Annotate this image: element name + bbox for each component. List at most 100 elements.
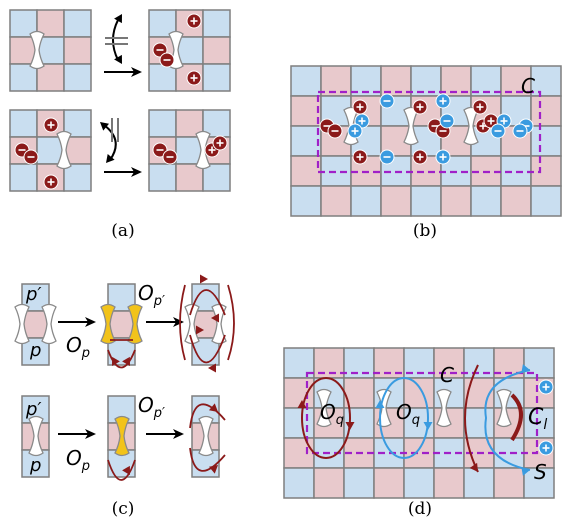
arrowhead-icon bbox=[211, 313, 219, 323]
column-c2 bbox=[107, 283, 136, 366]
arrowhead-icon bbox=[114, 54, 122, 64]
oq-left: Oq bbox=[320, 400, 344, 428]
minus-charge-icon bbox=[162, 149, 178, 165]
loop-path bbox=[189, 289, 226, 316]
arrow-icon bbox=[104, 167, 142, 177]
arrow-icon bbox=[58, 317, 96, 327]
column-c4 bbox=[21, 395, 50, 478]
minus-charge-icon bbox=[490, 123, 506, 139]
arrowhead-icon bbox=[208, 363, 216, 373]
region-label-b: C bbox=[521, 74, 535, 98]
plus-charge-icon bbox=[538, 379, 554, 395]
arrowhead-icon bbox=[521, 364, 530, 374]
bond-icon bbox=[56, 130, 72, 170]
arrowhead-icon bbox=[106, 153, 115, 163]
plus-charge-icon bbox=[435, 149, 451, 165]
arrow-icon bbox=[146, 317, 184, 327]
oq-right: Oq bbox=[396, 400, 420, 428]
label-p-prime-bottom: p′ bbox=[25, 399, 42, 420]
plus-charge-icon bbox=[412, 149, 428, 165]
bond-icon bbox=[198, 415, 214, 457]
plus-charge-icon bbox=[43, 174, 59, 190]
oq-right-loop bbox=[379, 377, 429, 459]
arrowhead-icon bbox=[196, 325, 204, 335]
bond-icon bbox=[14, 303, 30, 345]
bond-icon bbox=[496, 388, 512, 428]
arrowhead-icon bbox=[122, 356, 130, 366]
loop-path bbox=[179, 284, 186, 361]
label-p-prime-top: p′ bbox=[25, 284, 42, 305]
cut-bond-icon bbox=[100, 118, 119, 163]
loop-path bbox=[107, 459, 136, 481]
plus-charge-icon bbox=[186, 13, 202, 29]
bond-icon bbox=[184, 303, 200, 345]
cl-arc bbox=[510, 393, 523, 442]
arrowhead-icon bbox=[208, 465, 218, 474]
plus-charge-icon bbox=[352, 149, 368, 165]
caption-b: (b) bbox=[413, 221, 437, 241]
bond-icon bbox=[28, 415, 44, 457]
arrowhead-icon bbox=[114, 14, 122, 24]
s-label: S bbox=[534, 460, 547, 484]
plus-charge-icon bbox=[472, 99, 488, 115]
arrowhead-icon bbox=[521, 466, 530, 476]
plus-charge-icon bbox=[212, 135, 228, 151]
oq-left-loop bbox=[301, 377, 351, 459]
arrowhead-icon bbox=[375, 400, 385, 408]
loop-path bbox=[189, 447, 226, 472]
plus-charge-icon bbox=[435, 93, 451, 109]
arrowhead-icon bbox=[423, 422, 433, 430]
bond-icon bbox=[114, 415, 130, 457]
arrowhead-icon bbox=[100, 122, 110, 131]
grid-a1 bbox=[9, 9, 92, 92]
arrowhead-icon bbox=[200, 274, 208, 284]
panel-d bbox=[283, 347, 555, 499]
op-pprime-top: Op′ bbox=[138, 281, 165, 309]
minus-charge-icon bbox=[512, 123, 528, 139]
caption-d: (d) bbox=[408, 499, 432, 519]
region-c-box bbox=[305, 371, 539, 455]
plus-charge-icon bbox=[43, 117, 59, 133]
plus-charge-icon bbox=[186, 70, 202, 86]
arrowhead-icon bbox=[345, 422, 355, 430]
region-label-d: C bbox=[440, 363, 454, 387]
arrowhead-icon bbox=[112, 356, 120, 366]
panel-b bbox=[290, 65, 562, 217]
bond-icon bbox=[436, 388, 452, 428]
loop-path bbox=[189, 334, 226, 364]
panel-a bbox=[9, 9, 231, 192]
bond-icon bbox=[100, 303, 116, 345]
plus-charge-icon bbox=[412, 99, 428, 115]
bond-icon bbox=[29, 30, 45, 70]
minus-charge-icon bbox=[379, 149, 395, 165]
op-p-bottom: Op bbox=[66, 446, 90, 474]
plus-charge-icon bbox=[352, 99, 368, 115]
bond-icon bbox=[41, 303, 57, 345]
bond-icon bbox=[195, 130, 211, 170]
op-pprime-bottom: Op′ bbox=[138, 393, 165, 421]
loop-path bbox=[227, 284, 235, 361]
bond-icon bbox=[316, 388, 332, 428]
arrow-icon bbox=[58, 429, 96, 439]
region-c-box bbox=[316, 90, 542, 174]
arrowhead-icon bbox=[297, 400, 307, 408]
caption-a: (a) bbox=[111, 221, 134, 241]
minus-charge-icon bbox=[439, 113, 455, 129]
label-p-bottom: p bbox=[29, 455, 41, 476]
caption-c: (c) bbox=[112, 499, 135, 519]
panel-c bbox=[14, 274, 235, 481]
bond-icon bbox=[211, 303, 227, 345]
arrowhead-icon bbox=[208, 403, 218, 412]
label-p-top: p bbox=[29, 340, 41, 361]
cut-bond-icon bbox=[105, 14, 128, 64]
plus-charge-icon bbox=[538, 440, 554, 456]
minus-charge-icon bbox=[159, 52, 175, 68]
minus-charge-icon bbox=[327, 123, 343, 139]
plus-charge-icon bbox=[347, 123, 363, 139]
boundary-arc bbox=[484, 369, 531, 471]
minus-charge-icon bbox=[379, 93, 395, 109]
bond-icon bbox=[127, 303, 143, 345]
cl-label: Cl bbox=[528, 405, 547, 433]
arrow-icon bbox=[146, 429, 184, 439]
